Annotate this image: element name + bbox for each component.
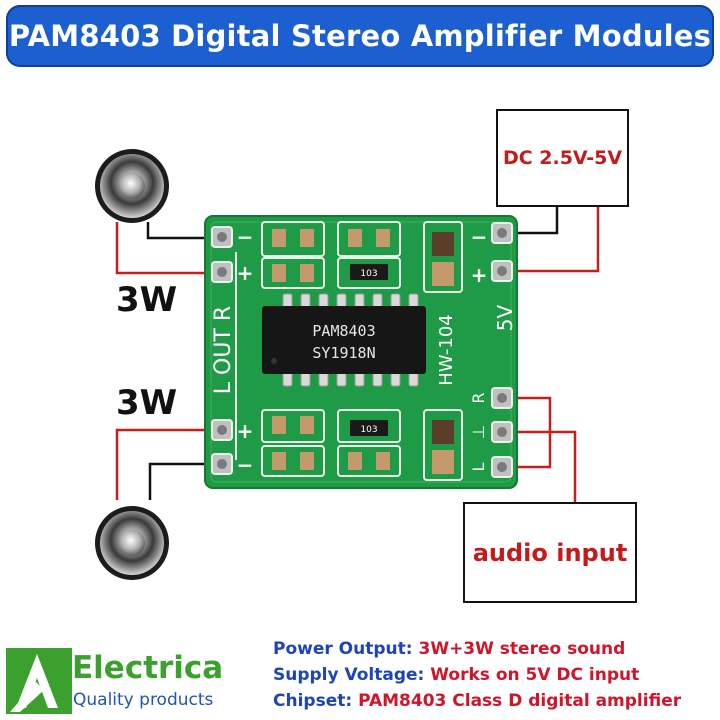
svg-text:−: − [237,225,254,249]
audio-input-box: audio input [463,502,637,603]
pcb-board: 103 103 PAM8403 SY1918N [204,215,518,489]
power-pads [491,222,513,282]
supply-box: DC 2.5V-5V [496,109,629,207]
resistor-code-bottom: 103 [360,425,377,435]
svg-text:−: − [471,225,488,249]
svg-text:+: + [237,261,254,285]
spec-label: Chipset: [273,691,353,711]
resistor-code-top: 103 [360,269,377,279]
spec-supply-voltage: Supply Voltage: Works on 5V DC input [273,662,681,688]
brand-tagline: Quality products [73,690,214,710]
title-banner: PAM8403 Digital Stereo Amplifier Modules [6,5,714,67]
pam8403-chip [262,306,426,374]
chip-label-2: SY1918N [312,344,375,362]
svg-text:+: + [471,263,488,287]
svg-text:−: − [237,453,254,477]
spec-value: PAM8403 Class D digital amplifier [358,691,682,711]
right-output-power: 3W [116,280,178,320]
power-wires [505,203,600,273]
speaker-top [95,149,169,223]
left-output-power: 3W [116,383,178,423]
speaker-bottom [95,506,169,580]
spec-value: Works on 5V DC input [430,665,640,685]
electrica-logo-icon [6,648,72,714]
input-label-l: L [469,462,488,471]
spec-list: Power Output: 3W+3W stereo sound Supply … [273,636,681,714]
output-pads [211,226,233,475]
title-text: PAM8403 Digital Stereo Amplifier Modules [8,19,712,53]
input-label-gnd: ⊥ [469,425,488,439]
spec-power-output: Power Output: 3W+3W stereo sound [273,636,681,662]
input-pads [491,387,513,478]
model-label: HW-104 [436,314,457,385]
brand-name: Electrica [72,650,224,686]
spec-label: Power Output: [273,639,413,659]
input-label-r: R [469,392,488,403]
spec-value: 3W+3W stereo sound [418,639,626,659]
input-wires [505,396,577,502]
spec-chipset: Chipset: PAM8403 Class D digital amplifi… [273,688,681,714]
speaker-wires [115,222,220,500]
out-label: L OUT R [211,306,236,394]
spec-label: Supply Voltage: [273,665,425,685]
svg-text:+: + [237,419,254,443]
chip-label-1: PAM8403 [312,322,375,340]
voltage-label: 5V [493,304,517,331]
